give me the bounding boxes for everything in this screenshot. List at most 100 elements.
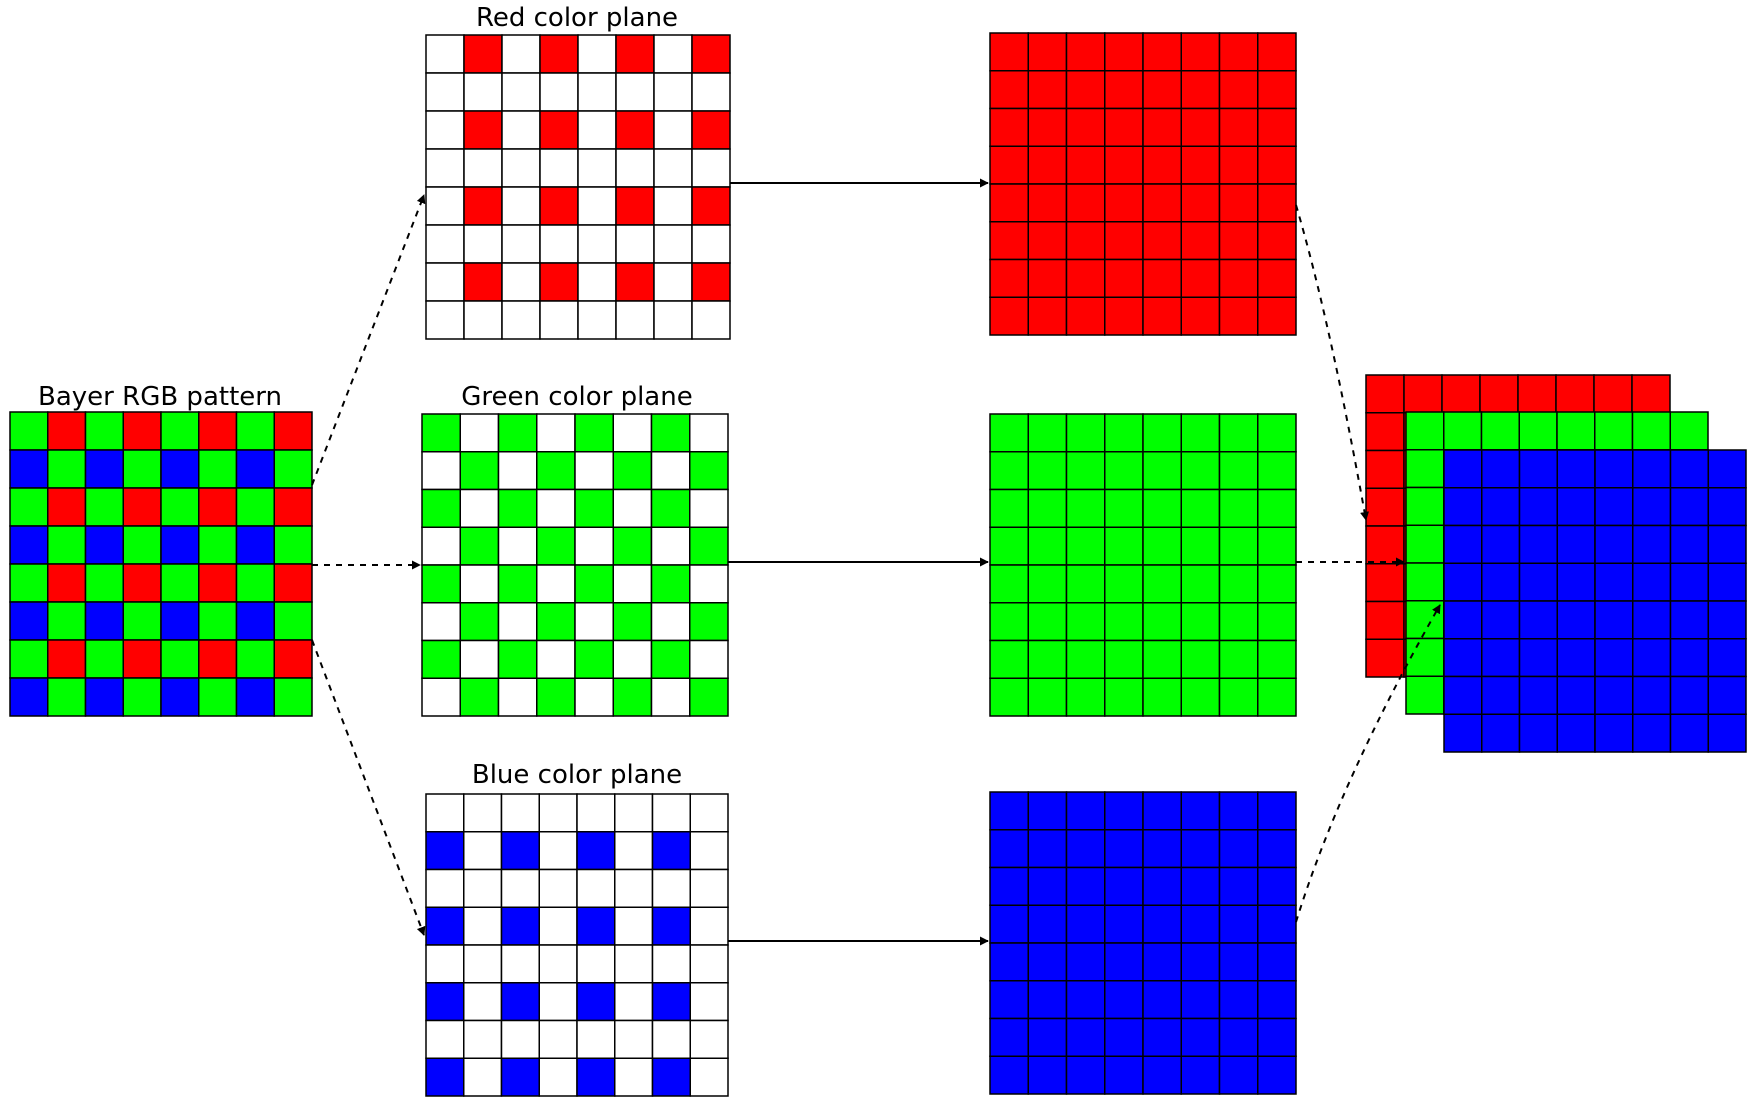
blue-plane-full-cell	[1180, 1017, 1221, 1057]
red-plane-sparse-cell	[501, 186, 541, 226]
blue-plane-sparse-cell	[651, 831, 691, 871]
green-plane-full-cell	[1104, 639, 1144, 679]
green-plane-full-cell	[1065, 677, 1106, 717]
red-plane-sparse-cell	[463, 224, 503, 264]
blue-plane-sparse-cell	[500, 868, 540, 908]
blue-plane-full-cell	[989, 904, 1029, 944]
stack-blue-cell	[1707, 600, 1747, 640]
blue-to-stack-edge	[1295, 604, 1441, 923]
green-plane-sparse-cell	[650, 451, 691, 491]
green-plane-sparse-cell	[650, 602, 691, 642]
bayer-grid-cell	[122, 677, 162, 717]
blue-plane-sparse-cell	[425, 1057, 465, 1097]
stack-blue-cell	[1518, 524, 1558, 564]
green-plane-full-cell	[1142, 451, 1182, 491]
red-plane-sparse-cell	[425, 110, 465, 150]
blue-plane-full-cell	[1027, 942, 1068, 982]
green-plane-full-cell	[1257, 526, 1297, 566]
bayer-grid-cell	[235, 601, 275, 641]
blue-plane-sparse-cell	[614, 868, 654, 908]
bayer-grid-cell	[273, 525, 313, 565]
green-plane-full-cell	[1065, 639, 1106, 679]
blue-plane-full-cell	[1257, 791, 1297, 831]
green-plane-sparse-cell	[574, 526, 614, 566]
blue-plane-sparse-cell	[689, 982, 729, 1022]
bayer-grid-cell	[198, 449, 238, 489]
red-plane-full-cell	[989, 296, 1029, 336]
red-plane-sparse-cell	[539, 224, 579, 264]
red-plane-full-cell	[1257, 221, 1297, 261]
red-plane-sparse-cell	[501, 110, 541, 150]
blue-plane-sparse-cell	[689, 944, 729, 984]
red-plane-sparse-cell	[691, 110, 731, 150]
blue-plane-full-cell	[1065, 980, 1106, 1020]
blue-plane-sparse-cell	[576, 868, 616, 908]
red-plane-full-cell	[1218, 183, 1259, 223]
blue-plane-sparse-cell	[651, 982, 691, 1022]
green-plane-full-cell	[1142, 564, 1182, 604]
blue-plane-sparse-cell	[689, 831, 729, 871]
bayer-grid-cell	[9, 411, 49, 451]
green-plane-sparse-cell	[612, 602, 653, 642]
green-plane-full-cell	[1027, 413, 1068, 453]
green-plane-full-cell	[1142, 677, 1182, 717]
blue-plane-full-cell	[1257, 980, 1297, 1020]
stack-blue-cell	[1556, 562, 1596, 602]
stack-green-cell	[1405, 449, 1445, 489]
stack-blue-cell	[1594, 675, 1634, 715]
blue-plane-full-cell	[1142, 1017, 1182, 1057]
red-plane-sparse-cell	[691, 148, 731, 188]
green-plane-sparse-cell	[497, 488, 538, 528]
blue-plane-sparse-cell	[614, 1057, 654, 1097]
red-plane-full-cell	[989, 107, 1029, 147]
green-plane-full-cell	[1104, 677, 1144, 717]
red-plane-full-cell	[1180, 145, 1221, 185]
blue-plane-sparse-cell	[500, 793, 540, 833]
green-plane-full-cell	[1065, 602, 1106, 642]
bayer-grid-cell	[160, 449, 200, 489]
stack-green-cell	[1556, 411, 1596, 451]
red-plane-sparse-cell	[653, 186, 693, 226]
bayer-grid-cell	[273, 411, 313, 451]
blue-plane-full-cell	[1065, 942, 1106, 982]
red-plane-full-cell	[989, 183, 1029, 223]
green-plane-full-cell	[1065, 526, 1106, 566]
green-plane-full-cell	[989, 488, 1029, 528]
green-plane-sparse-cell	[497, 564, 538, 604]
green-plane-sparse-cell	[536, 526, 576, 566]
bayer-grid-cell	[198, 487, 238, 527]
stack-green-cell	[1405, 524, 1445, 564]
red-plane-full-cell	[1027, 296, 1068, 336]
red-plane-sparse-cell	[501, 300, 541, 340]
stack-blue-cell	[1443, 675, 1483, 715]
red-plane-sparse-cell	[615, 148, 655, 188]
bayer-grid-cell	[160, 525, 200, 565]
bayer-label: Bayer RGB pattern	[38, 382, 282, 412]
red-plane-sparse-cell	[653, 148, 693, 188]
red-plane-full-cell	[989, 258, 1029, 298]
red-plane-sparse-cell	[653, 300, 693, 340]
red-plane-full-cell	[1027, 221, 1068, 261]
blue-plane-full-cell	[989, 980, 1029, 1020]
bayer-grid-cell	[198, 563, 238, 603]
bayer-grid-cell	[160, 411, 200, 451]
red-plane-sparse-cell	[653, 110, 693, 150]
bayer-to-blue-edge	[311, 639, 426, 936]
bayer-grid-cell	[235, 677, 275, 717]
green-plane-sparse-cell	[536, 602, 576, 642]
green-plane-full-cell	[1027, 639, 1068, 679]
bayer-grid-cell	[9, 449, 49, 489]
red-plane-full-cell	[1104, 221, 1144, 261]
blue-plane-sparse-cell	[614, 793, 654, 833]
bayer-grid-cell	[84, 677, 124, 717]
red-plane-sparse-cell	[463, 110, 503, 150]
red-plane-sparse-cell	[539, 262, 579, 302]
stack-blue-cell	[1594, 562, 1634, 602]
blue-plane-full-cell	[1180, 829, 1221, 869]
green-plane-full-cell	[1257, 564, 1297, 604]
bayer-grid-cell	[47, 677, 87, 717]
stack-red-cell	[1403, 374, 1443, 414]
blue-plane-full-cell	[1218, 904, 1259, 944]
blue-plane-full-cell	[1180, 980, 1221, 1020]
blue-plane-sparse-cell	[538, 831, 578, 871]
